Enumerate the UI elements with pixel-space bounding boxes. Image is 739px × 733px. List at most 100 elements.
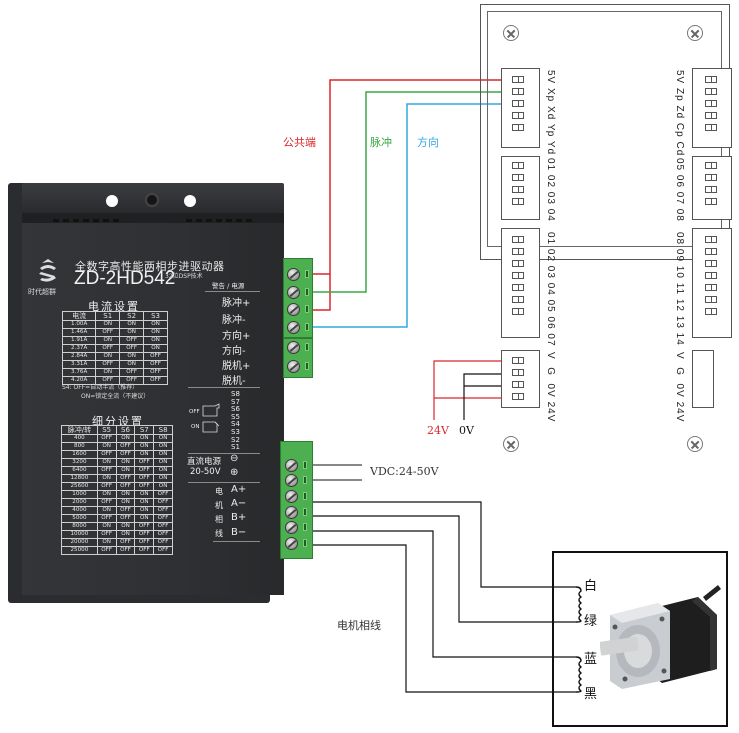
microstep-table-cell: ON: [134, 490, 155, 499]
connector-pin: [512, 248, 524, 255]
power-label: 直流电源: [187, 457, 222, 467]
wire-common: [313, 79, 518, 275]
conn-labels-in-1-7: 01 02 03 04 05 06 07: [545, 232, 556, 347]
microstep-table-cell: OFF: [153, 514, 173, 523]
microstep-table-cell: ON: [134, 506, 155, 515]
microstep-table-cell: OFF: [153, 546, 173, 555]
connector-power-2: [692, 350, 714, 408]
terminal-label-enable-plus: 脱机+: [222, 361, 251, 372]
current-table-cell: 4.20A: [61, 376, 97, 385]
connector-pin: [512, 369, 524, 376]
conn-labels-out-5-8: 05 06 07 08: [674, 158, 685, 222]
microstep-table-cell: 3200: [61, 458, 98, 467]
wire-phase-b-plus: [313, 530, 576, 658]
conn-labels-power: V G 0V 24V: [545, 352, 556, 423]
terminal-screw-icon[interactable]: [287, 341, 300, 354]
coil-label-white: 白: [584, 579, 598, 594]
terminal-slot: [305, 305, 309, 313]
terminal-screw-icon[interactable]: [285, 506, 298, 519]
terminal-screw-icon[interactable]: [287, 321, 300, 334]
microstep-table-cell: ON: [153, 482, 173, 491]
terminal-screw-icon[interactable]: [287, 303, 300, 316]
current-table-cell: ON: [95, 320, 121, 329]
conn-labels-out-1-4: 01 02 03 04: [545, 158, 556, 222]
connector-pin: [705, 174, 717, 181]
dip-switch-icon: [202, 403, 220, 433]
dip-legend-off: OFF: [189, 409, 200, 415]
current-table-cell: ON: [119, 328, 145, 337]
microstep-table-cell: OFF: [96, 482, 117, 491]
connector-pin: [512, 112, 524, 119]
coil-b-icon: [575, 656, 583, 693]
current-table-cell: OFF: [143, 360, 168, 369]
wire-phase-a-minus: [313, 515, 576, 623]
driver-title: 全数字高性能两相步进驱动器: [75, 260, 225, 273]
terminal-label-dir-plus: 方向+: [222, 331, 251, 342]
microstep-table-cell: OFF: [115, 538, 136, 547]
current-table-cell: OFF: [143, 368, 168, 377]
dip-switch-label: S3: [231, 427, 240, 436]
microstep-table-cell: ON: [115, 490, 136, 499]
terminal-screw-icon[interactable]: [285, 521, 298, 534]
stepper-motor-icon: [600, 585, 721, 689]
dip-switch-label: S5: [231, 412, 240, 421]
terminal-label-b-plus: B+: [231, 512, 247, 523]
terminal-screw-icon[interactable]: [287, 360, 300, 373]
current-table-cell: ON: [143, 320, 168, 329]
terminal-screw-icon[interactable]: [285, 459, 298, 472]
connector-pin: [705, 248, 717, 255]
conn-labels-xy: 5V Xp Xd Yp Yd: [545, 70, 556, 156]
microstep-table-cell: OFF: [115, 474, 136, 483]
terminal-slot: [305, 343, 309, 351]
terminal-screw-icon[interactable]: [285, 537, 298, 550]
microstep-table-cell: OFF: [153, 530, 173, 539]
current-table-cell: OFF: [95, 328, 121, 337]
microstep-table-cell: ON: [134, 434, 155, 443]
terminal-label-a-plus: A+: [231, 484, 247, 495]
conn-labels-in-8-14: 08 09 10 11 12 13 14: [674, 232, 685, 346]
terminal-screw-icon[interactable]: [287, 268, 300, 281]
current-table-cell: OFF: [143, 376, 168, 385]
microstep-table-header-2: S6: [115, 425, 136, 435]
connector-pin: [512, 393, 524, 400]
microstep-table-cell: OFF: [115, 514, 136, 523]
microstep-table-cell: OFF: [115, 546, 136, 555]
terminal-screw-icon[interactable]: [285, 474, 298, 487]
connector-pin: [705, 76, 717, 83]
connector-pin: [512, 296, 524, 303]
microstep-table-cell: 25600: [61, 482, 98, 491]
wire-phase-a-plus: [313, 501, 576, 588]
connector-pin: [705, 308, 717, 315]
terminal-screw-icon[interactable]: [287, 286, 300, 299]
current-table-cell: ON: [143, 344, 168, 353]
microstep-table-cell: OFF: [153, 490, 173, 499]
microstep-table-cell: ON: [134, 514, 155, 523]
microstep-table-cell: 1600: [61, 450, 98, 459]
phase-char-2: 机: [215, 501, 223, 510]
connector-pin: [512, 381, 524, 388]
terminal-screw-icon[interactable]: [285, 490, 298, 503]
microstep-table-cell: OFF: [96, 546, 117, 555]
current-table-cell: 1.91A: [61, 336, 97, 345]
phase-char-3: 相: [215, 515, 223, 524]
connector-in-8-14: [692, 228, 732, 338]
microstep-table-cell: OFF: [115, 506, 136, 515]
microstep-table-cell: 6400: [61, 466, 98, 475]
microstep-table-cell: 10000: [61, 530, 98, 539]
microstep-table-cell: ON: [96, 474, 117, 483]
dip-switch-label: S4: [231, 420, 240, 429]
phase-char-1: 电: [215, 487, 223, 496]
microstep-table-cell: ON: [115, 522, 136, 531]
connector-pin: [512, 284, 524, 291]
connector-out-1-4: [501, 156, 540, 220]
connector-pin: [512, 124, 524, 131]
microstep-table-cell: OFF: [134, 538, 155, 547]
connector-pin: [705, 186, 717, 193]
